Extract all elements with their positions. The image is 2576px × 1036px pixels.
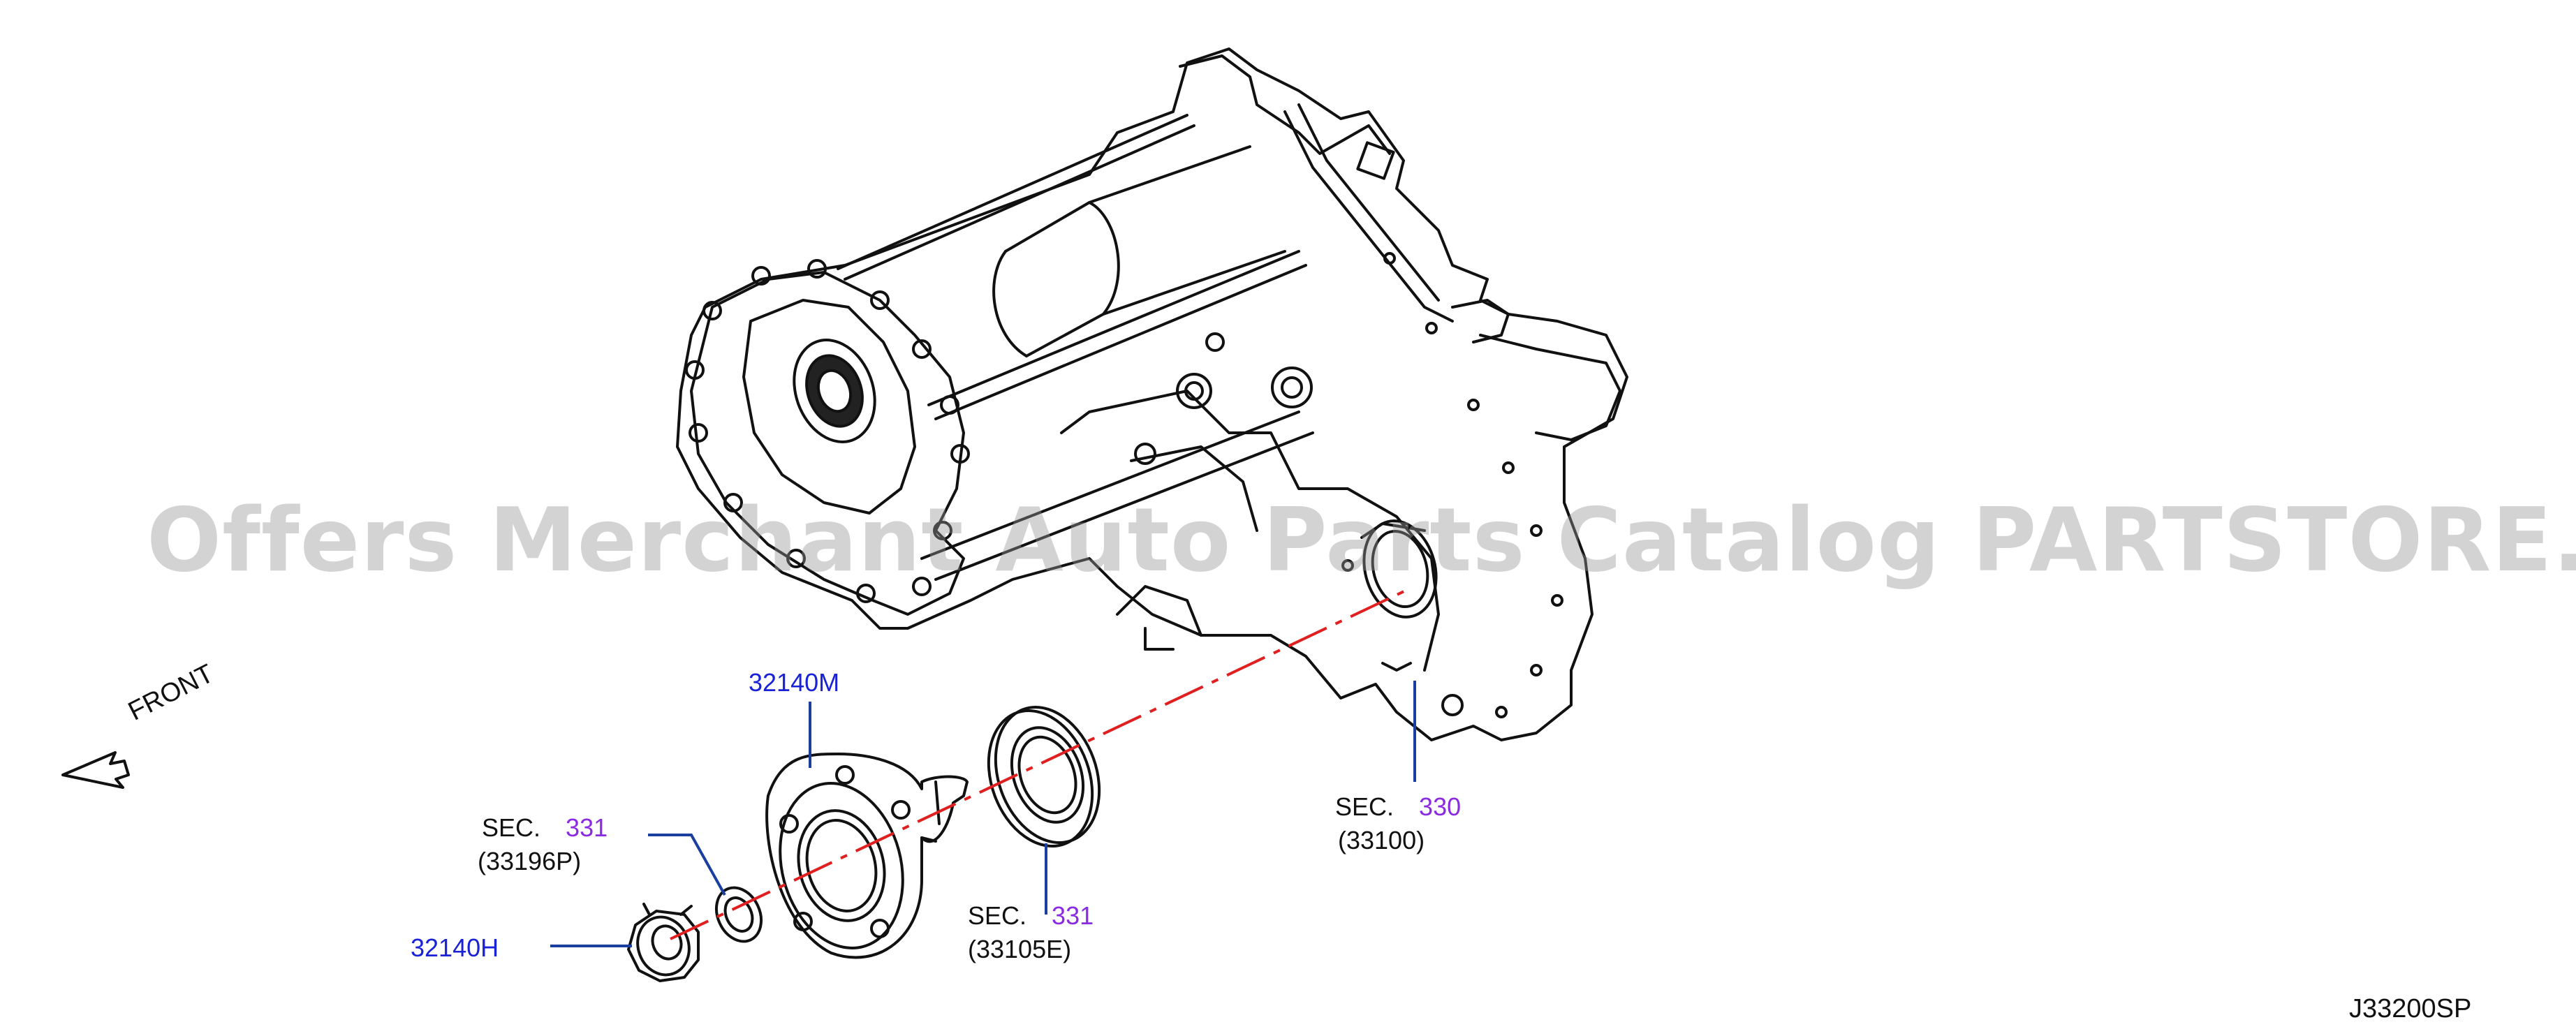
lock-nut-part xyxy=(627,903,700,982)
section-number-link[interactable]: 331 xyxy=(566,813,608,842)
leader-33196P xyxy=(648,834,726,896)
washer-part xyxy=(714,886,763,943)
diagram-code: J33200SP xyxy=(2349,994,2472,1023)
part-label-32140H[interactable]: 32140H xyxy=(411,933,499,962)
companion-flange-part xyxy=(765,753,969,959)
section-number-link[interactable]: 330 xyxy=(1419,792,1462,821)
assembly-center-line xyxy=(670,589,1408,940)
part-label-32140M[interactable]: 32140M xyxy=(749,668,840,697)
section-subpart-33100: (33100) xyxy=(1338,826,1425,854)
section-callout-330: SEC. 330 xyxy=(1335,794,1461,820)
section-number-link[interactable]: 331 xyxy=(1052,901,1094,930)
front-arrow-icon xyxy=(61,751,130,789)
section-subpart-33105E: (33105E) xyxy=(968,935,1072,963)
section-callout-331-a: SEC. 331 xyxy=(482,815,608,841)
transfer-case-housing xyxy=(676,47,1628,741)
watermark-text: Offers Merchant Auto Parts Catalog PARTS… xyxy=(147,489,2576,591)
section-callout-331-b: SEC. 331 xyxy=(968,903,1094,928)
leader-lines xyxy=(550,681,1416,947)
section-prefix: SEC. xyxy=(482,813,541,842)
oil-seal-part xyxy=(987,706,1101,848)
section-prefix: SEC. xyxy=(1335,792,1394,821)
section-subpart-33196P: (33196P) xyxy=(478,847,582,875)
section-prefix: SEC. xyxy=(968,901,1027,930)
